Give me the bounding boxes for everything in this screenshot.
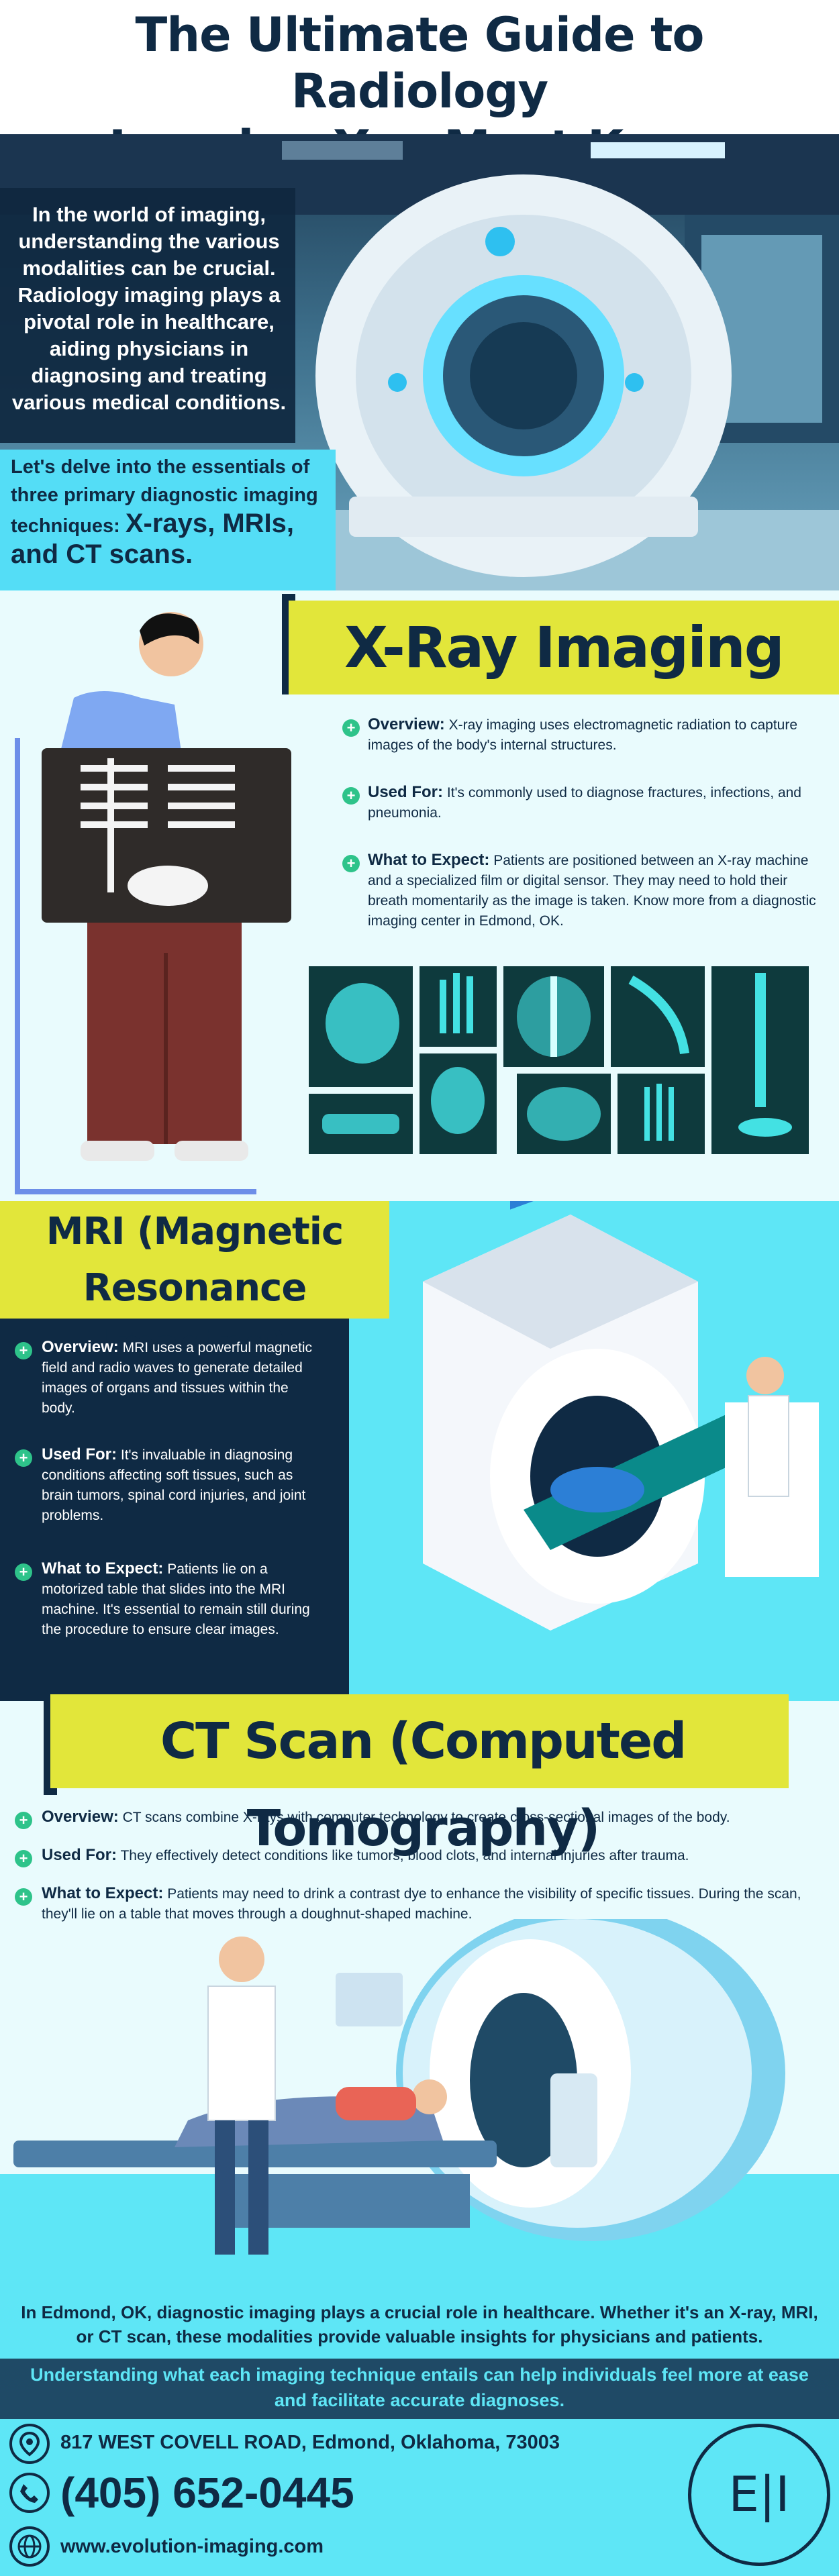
mri-expect-text: Patients lie on a motorized table that s… (42, 1561, 310, 1637)
globe-icon (9, 2526, 50, 2567)
delve-box (0, 450, 336, 590)
check-icon: + (15, 1342, 32, 1359)
check-icon: + (15, 1850, 32, 1867)
check-icon: + (15, 1563, 32, 1581)
xray-used-for: Used For: It's commonly used to diagnose… (368, 782, 824, 823)
ct-used-for-label: Used For: (42, 1846, 117, 1864)
check-icon: + (342, 855, 360, 872)
takeaway-band (0, 2359, 839, 2419)
xray-teeth-image (309, 1094, 413, 1154)
xray-ribs-image (611, 966, 705, 1067)
xray-chest-image (503, 966, 604, 1067)
check-icon: + (15, 1449, 32, 1467)
delve-techniques: X-rays, MRIs, and CT scans. (11, 509, 295, 569)
mri-what-to-expect: What to Expect: Patients lie on a motori… (42, 1559, 324, 1640)
ct-banner (50, 1694, 789, 1788)
website-link[interactable]: www.evolution-imaging.com (60, 2536, 324, 2557)
delve-lead: Let's delve into the essentials of three… (11, 456, 318, 537)
xray-skull-image (309, 966, 413, 1087)
delve-text: Let's delve into the essentials of three… (11, 453, 326, 571)
mri-used-for: Used For: It's invaluable in diagnosing … (42, 1445, 324, 1526)
summary-text: In Edmond, OK, diagnostic imaging plays … (21, 2302, 818, 2347)
xray-overview-text: X-ray imaging uses electromagnetic radia… (368, 717, 798, 753)
ct-scanner-illustration (0, 1919, 839, 2268)
mri-overview: Overview: MRI uses a powerful magnetic f… (42, 1337, 324, 1419)
xray-foot-image (618, 1074, 705, 1154)
xray-hand-image (420, 966, 497, 1047)
check-icon: + (15, 1888, 32, 1906)
mri-title-line-2: Resonance Imaging) (83, 1266, 307, 1366)
check-icon: + (15, 1812, 32, 1829)
address[interactable]: 817 WEST COVELL ROAD, Edmond, Oklahoma, … (60, 2432, 560, 2453)
mri-used-for-text: It's invaluable in diagnosing conditions… (42, 1447, 306, 1523)
xray-overview: Overview: X-ray imaging uses electromagn… (368, 715, 824, 756)
summary-box (0, 2265, 839, 2359)
title-line-1: The Ultimate Guide to Radiology (135, 7, 705, 119)
xray-used-for-label: Used For: (368, 783, 444, 801)
ct-used-for: Used For: They effectively detect condit… (42, 1845, 827, 1866)
xray-what-to-expect: What to Expect: Patients are positioned … (368, 850, 824, 931)
xray-pelvis-image (517, 1074, 611, 1154)
xray-expect-label: What to Expect: (368, 851, 490, 869)
ct-overview-label: Overview: (42, 1808, 119, 1826)
mri-expect-label: What to Expect: (42, 1559, 164, 1578)
mri-title-line-1: MRI (Magnetic (46, 1210, 344, 1253)
ct-overview: Overview: CT scans combine X-rays with c… (42, 1807, 827, 1828)
xray-person-illustration (15, 612, 291, 1194)
logo-text: E|I (728, 2466, 790, 2522)
xray-images-grid (309, 966, 826, 1154)
intro-box (0, 188, 295, 443)
ct-expect-text: Patients may need to drink a contrast dy… (42, 1886, 801, 1922)
mri-banner (0, 1201, 389, 1319)
ct-overview-text: CT scans combine X-rays with computer te… (122, 1810, 730, 1825)
ct-title: CT Scan (Computed Tomography) (160, 1712, 687, 1857)
location-pin-icon (9, 2424, 50, 2464)
mri-overview-label: Overview: (42, 1338, 119, 1356)
mri-used-for-label: Used For: (42, 1445, 117, 1463)
ct-what-to-expect: What to Expect: Patients may need to dri… (42, 1884, 813, 1924)
xray-title: X-Ray Imaging (344, 615, 785, 680)
mri-machine-illustration (423, 1201, 819, 1631)
xray-banner (289, 601, 839, 694)
xray-overview-label: Overview: (368, 715, 445, 733)
ct-expect-label: What to Expect: (42, 1884, 164, 1902)
phone-icon (9, 2473, 50, 2513)
evolution-imaging-logo: E|I (688, 2424, 830, 2566)
takeaway-text: Understanding what each imaging techniqu… (30, 2365, 809, 2410)
intro-text: In the world of imaging, understanding t… (11, 203, 287, 414)
header (0, 0, 839, 134)
ct-used-for-text: They effectively detect conditions like … (120, 1848, 689, 1863)
mri-overview-text: MRI uses a powerful magnetic field and r… (42, 1340, 313, 1416)
xray-skull-front-image (420, 1053, 497, 1154)
mri-title: MRI (Magnetic Resonance Imaging) (0, 1201, 389, 1373)
phone-number[interactable]: (405) 652-0445 (60, 2469, 354, 2517)
check-icon: + (342, 719, 360, 737)
xray-expect-text: Patients are positioned between an X-ray… (368, 853, 816, 929)
check-icon: + (342, 787, 360, 805)
xray-leg-image (711, 966, 809, 1154)
xray-used-for-text: It's commonly used to diagnose fractures… (368, 785, 801, 821)
